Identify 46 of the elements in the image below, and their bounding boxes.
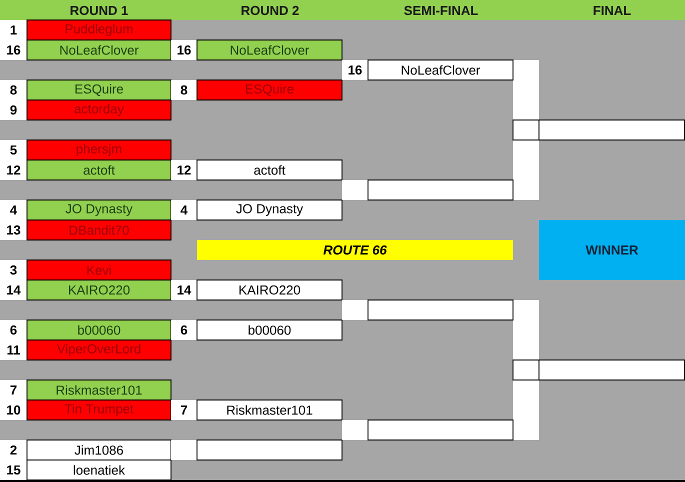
player-box: actoft xyxy=(26,160,172,180)
seed-number: 6 xyxy=(171,320,197,340)
player-box: Kevi xyxy=(26,260,172,280)
route-banner: ROUTE 66 xyxy=(197,240,513,260)
player-box: actorday xyxy=(26,100,172,120)
player-box: b00060 xyxy=(26,320,172,340)
player-box: ViperOverLord xyxy=(26,340,172,360)
player-box: phersjm xyxy=(26,140,172,160)
column-header: SEMI-FINAL xyxy=(342,0,513,20)
seed-number: 16 xyxy=(342,60,368,80)
player-box: Tin Trumpet xyxy=(26,400,172,420)
player-box: Riskmaster101 xyxy=(26,380,172,400)
seed-number: 7 xyxy=(171,400,197,420)
seed-number: 12 xyxy=(171,160,197,180)
seed-number: 11 xyxy=(0,340,27,360)
player-box: NoLeafClover xyxy=(26,40,172,60)
winner-box: WINNER xyxy=(539,220,685,280)
seed-number: 9 xyxy=(0,100,27,120)
seed-number: 4 xyxy=(0,200,27,220)
seed-number: 6 xyxy=(0,320,27,340)
column-header: ROUND 1 xyxy=(0,0,171,20)
seed-number: 7 xyxy=(0,380,27,400)
column-header: FINAL xyxy=(513,0,685,20)
seed-number: 4 xyxy=(171,200,197,220)
seed-number: 10 xyxy=(0,400,27,420)
seed-number: 8 xyxy=(0,80,27,100)
column-header: ROUND 2 xyxy=(171,0,342,20)
player-box: DBandit70 xyxy=(26,220,172,240)
player-box: ESQuire xyxy=(26,80,172,100)
seed-number: 16 xyxy=(171,40,197,60)
player-box: ESQuire xyxy=(196,80,342,100)
seed-number: 12 xyxy=(0,160,27,180)
player-box: NoLeafClover xyxy=(196,40,342,60)
seed-number: 3 xyxy=(0,260,27,280)
seed-number: 8 xyxy=(171,80,197,100)
seed-number: 15 xyxy=(0,460,27,480)
seed-number: 2 xyxy=(0,440,27,460)
seed-number: 13 xyxy=(0,220,27,240)
player-box: KAIRO220 xyxy=(26,280,172,300)
player-box: JO Dynasty xyxy=(26,200,172,220)
seed-number: 14 xyxy=(0,280,27,300)
player-box: Puddleglum xyxy=(26,20,172,40)
seed-number: 5 xyxy=(0,140,27,160)
seed-number: 16 xyxy=(0,40,27,60)
seed-number: 1 xyxy=(0,20,27,40)
seed-number: 14 xyxy=(171,280,197,300)
